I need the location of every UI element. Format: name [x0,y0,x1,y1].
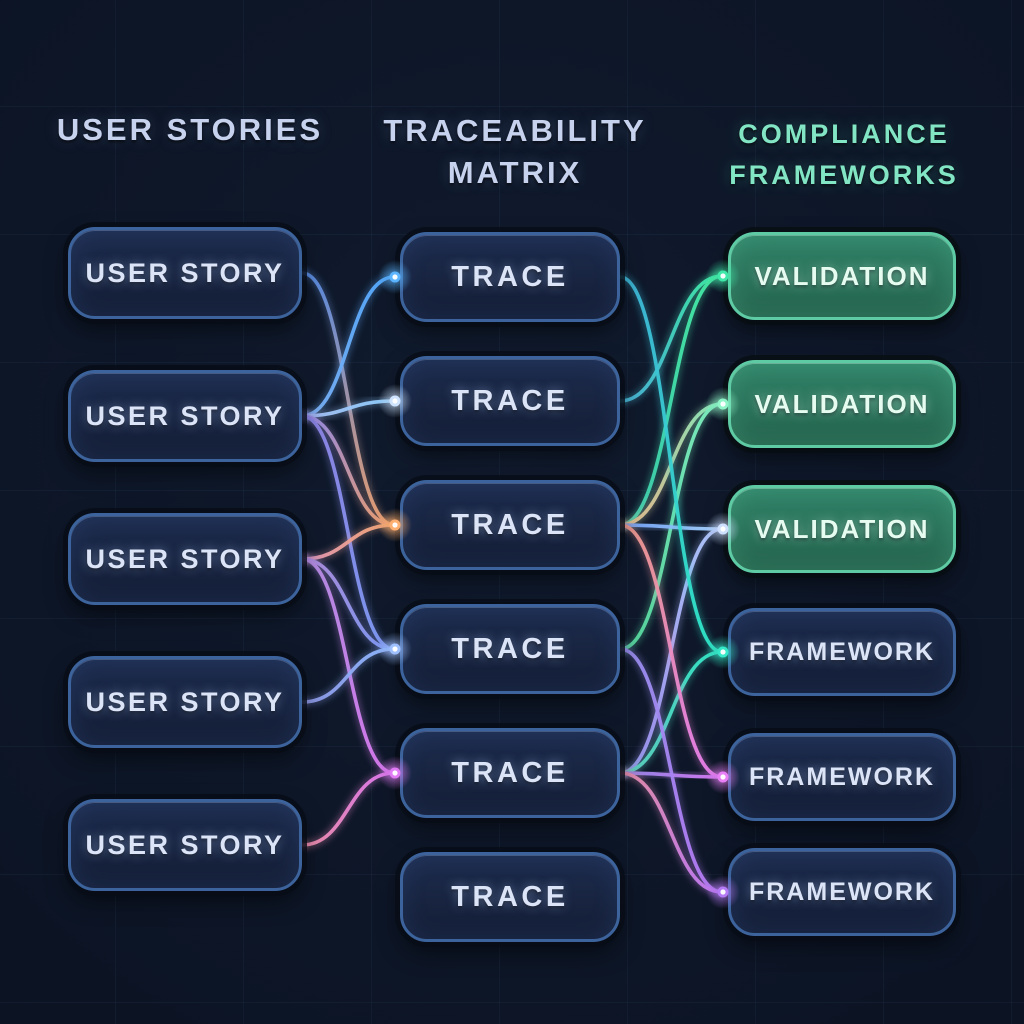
header-text-line2: MATRIX [447,155,583,190]
node-label: FRAMEWORK [748,762,936,791]
node-L5-user-story: USER STORY [68,799,302,891]
node-label: USER STORY [85,829,285,860]
node-label: FRAMEWORK [748,877,936,906]
node-label: TRACE [451,260,569,293]
node-M3-trace: TRACE [400,480,620,570]
node-label: TRACE [451,880,569,913]
node-label: TRACE [451,384,569,417]
node-M2-trace: TRACE [400,356,620,446]
node-M1-trace: TRACE [400,232,620,322]
node-label: USER STORY [85,257,285,288]
node-R6-framework: FRAMEWORK [728,848,956,936]
node-M4-trace: TRACE [400,604,620,694]
node-label: VALIDATION [754,388,930,419]
column-header-user-stories: USER STORIES [30,112,350,148]
edge-M5-R4 [618,650,724,775]
node-L1-user-story: USER STORY [68,227,302,319]
column-header-traceability-matrix: TRACEABILITY MATRIX [366,110,664,194]
node-R2-validation: VALIDATION [728,360,956,448]
header-text-line1: COMPLIANCE [738,119,950,149]
edge-M3-R5 [618,523,724,779]
node-label: FRAMEWORK [748,637,936,666]
node-M5-trace: TRACE [400,728,620,818]
node-label: TRACE [451,508,569,541]
header-text-line1: TRACEABILITY [383,113,647,148]
node-label: VALIDATION [754,513,930,544]
node-label: USER STORY [85,686,285,717]
column-header-compliance-frameworks: COMPLIANCE FRAMEWORKS [700,114,988,196]
node-M6-trace: TRACE [400,852,620,942]
node-R3-validation: VALIDATION [728,485,956,573]
node-label: TRACE [451,632,569,665]
node-label: USER STORY [85,400,285,431]
node-label: VALIDATION [754,260,930,291]
node-R4-framework: FRAMEWORK [728,608,956,696]
edge-M5-R6 [618,771,724,894]
header-text: USER STORIES [56,112,324,147]
node-L3-user-story: USER STORY [68,513,302,605]
node-R5-framework: FRAMEWORK [728,733,956,821]
header-text-line2: FRAMEWORKS [729,160,959,190]
edge-M3-R1 [618,274,724,527]
node-L4-user-story: USER STORY [68,656,302,748]
edge-M1-R4 [618,275,724,654]
node-label: USER STORY [85,543,285,574]
node-L2-user-story: USER STORY [68,370,302,462]
node-R1-validation: VALIDATION [728,232,956,320]
node-label: TRACE [451,756,569,789]
edge-M4-R6 [618,647,724,894]
